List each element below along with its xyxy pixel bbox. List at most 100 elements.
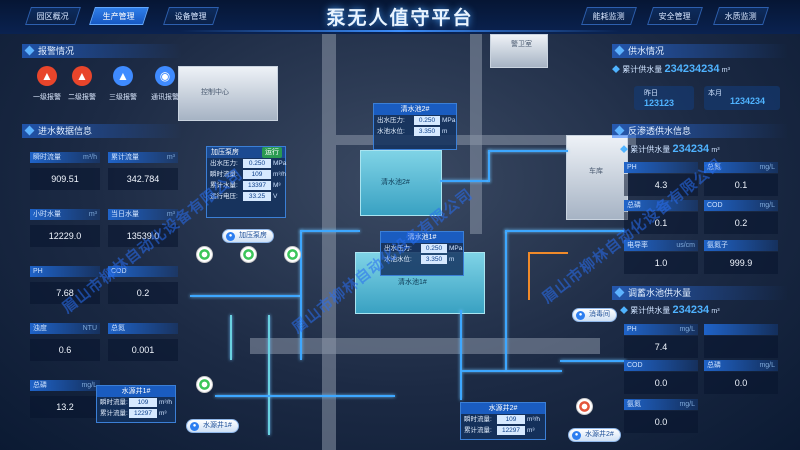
pump-icon[interactable] [196,246,213,263]
ro-cell-header: 总磷 [624,200,698,211]
alarm-signal-icon: ◉ [155,66,175,86]
panel-title: 清水池1# [381,232,463,243]
well2-button[interactable]: ●水源井2# [568,428,621,442]
supply-total-unit: m³ [721,67,730,74]
nav-tab-water-quality[interactable]: 水质监测 [713,7,769,25]
nav-tab-equipment[interactable]: 设备管理 [163,7,219,25]
location-icon: ● [226,232,235,241]
regulate-section-title: 调蓄水池供水量 [612,286,788,300]
ro-cell-value: 0.1 [624,212,698,234]
pool2-label: 清水池2# [381,179,410,186]
inlet-cell-header: COD [108,266,178,277]
nav-tab-safety[interactable]: 安全管理 [647,7,703,25]
month-value: 1234234 [730,96,766,106]
inlet-cell-value: 0.2 [108,282,178,304]
pipe [505,230,625,232]
pipe [268,315,270,435]
regulate-cell-value: 0.0 [704,372,778,394]
supply-yesterday: 昨日 123123 [634,86,694,110]
ro-total-row: ◆ 累计供水量 234234 m³ [620,143,720,155]
regulate-total-value: 234234 [672,304,710,316]
button-label: 水源井2# [585,431,614,438]
control-center-label: 控制中心 [201,89,229,96]
alarm-level-3[interactable]: ▲ 三级报警 [98,66,148,102]
ro-total-value: 234234 [672,143,710,155]
yesterday-value: 123123 [644,98,675,108]
gate-label: 警卫室 [511,41,532,48]
alarm-label: 三级报警 [109,94,137,101]
ro-cell-value: 999.9 [704,252,778,274]
location-icon: ● [190,422,199,431]
button-label: 消毒间 [589,311,610,318]
road [250,338,600,354]
inlet-cell-value: 342.784 [108,168,178,190]
pipe [505,230,507,370]
pump-icon[interactable] [240,246,257,263]
inlet-cell-value: 13.2 [30,396,100,418]
road [336,135,636,145]
supply-total-label: 累计供水量 [622,65,663,74]
alarm-level-2[interactable]: ▲二级报警 [57,66,107,102]
ro-cell-value: 1.0 [624,252,698,274]
alarm-bell-icon: ▲ [37,66,57,86]
pipe [560,360,626,362]
inlet-cell-value: 12229.0 [30,225,100,247]
nav-tab-energy[interactable]: 能耗监测 [581,7,637,25]
nav-tab-park-overview[interactable]: 园区概况 [25,7,81,25]
well2-pump-icon[interactable] [576,398,593,415]
alarm-section-title: 报警情况 [22,44,182,58]
regulate-cell-value: 0.0 [624,372,698,394]
pipe [462,370,562,372]
supply-total-value: 234234234 [664,63,720,75]
ro-cell-header: PH [624,162,698,173]
inlet-cell-value: 0.001 [108,339,178,361]
pipe [215,395,395,397]
panel-title: 水源井1# [97,386,175,397]
alarm-communication[interactable]: ◉ 通讯报警 [140,66,190,102]
yesterday-label: 昨日 [644,90,658,97]
inlet-section-title: 进水数据信息 [22,124,182,138]
ro-cell-value: 4.3 [624,174,698,196]
road [470,34,482,234]
well1-button[interactable]: ●水源井1# [186,419,239,433]
nav-tab-production[interactable]: 生产管理 [89,7,149,25]
pool1-label: 清水池1# [398,279,427,286]
pipe-orange [528,252,530,300]
pipe [300,230,360,232]
nav-tab-label: 安全管理 [658,12,691,21]
supply-section-title: 供水情况 [612,44,788,58]
alarm-level-1[interactable]: ▲ 一级报警 [22,66,72,102]
panel-title: 水源井2# [461,403,545,414]
status-badge: 运行 [262,147,282,158]
well1-pump-icon[interactable] [196,376,213,393]
alarm-label: 一级报警 [33,94,61,101]
alarm-label: 通讯报警 [151,94,179,101]
location-icon: ● [576,311,585,320]
disinfection-button[interactable]: ● 消毒间 [572,308,617,322]
nav-tab-label: 园区概况 [36,12,69,21]
page-title: 泵无人值守平台 [326,8,474,29]
pipe [488,150,568,152]
drop-icon: ◆ [620,145,628,154]
pump-icon[interactable] [284,246,301,263]
gate-building: 警卫室 [490,34,548,68]
alarm-bell-icon: ▲ [113,66,133,86]
pump-house-button[interactable]: ●加压泵房 [222,229,274,243]
pipe [440,180,490,182]
